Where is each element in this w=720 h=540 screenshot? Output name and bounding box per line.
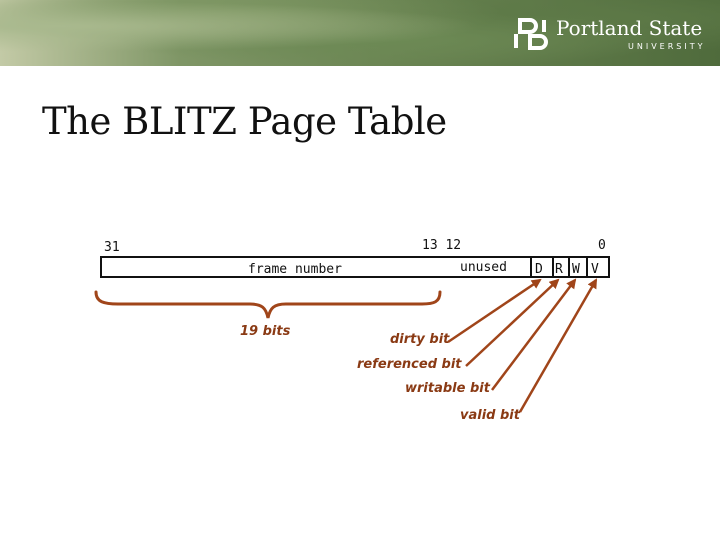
divider-r-w [568,258,570,276]
divider-unused-d [530,258,532,276]
logo-subtitle: UNIVERSITY [628,42,706,51]
field-unused: unused [460,260,507,275]
brace-label: 19 bits [240,324,291,339]
arrow-referenced [465,278,560,367]
annotation-dirty-bit: dirty bit [390,332,450,347]
header-banner: Portland State UNIVERSITY [0,0,720,66]
field-writable: W [572,262,580,277]
annotation-valid-bit: valid bit [460,408,520,423]
arrow-dirty [447,278,542,344]
field-referenced: R [555,262,563,277]
arrow-writable [491,278,577,391]
bit-label-13-12: 13 12 [422,238,462,253]
slide-title: The BLITZ Page Table [42,100,447,143]
bit-label-31: 31 [104,240,120,255]
annotation-writable-bit: writable bit [405,381,490,396]
annotation-referenced-bit: referenced bit [357,357,462,372]
divider-d-r [552,258,554,276]
field-valid: V [591,262,599,277]
field-frame-number: frame number [248,262,342,277]
divider-w-v [586,258,588,276]
arrow-valid [518,278,598,413]
psu-logo-icon [514,18,548,50]
field-dirty: D [535,262,543,277]
page-table-entry [100,256,610,278]
bit-range-brace [94,290,442,319]
university-logo: Portland State UNIVERSITY [512,14,712,54]
logo-name: Portland State [556,16,703,40]
bit-label-0: 0 [598,238,606,253]
